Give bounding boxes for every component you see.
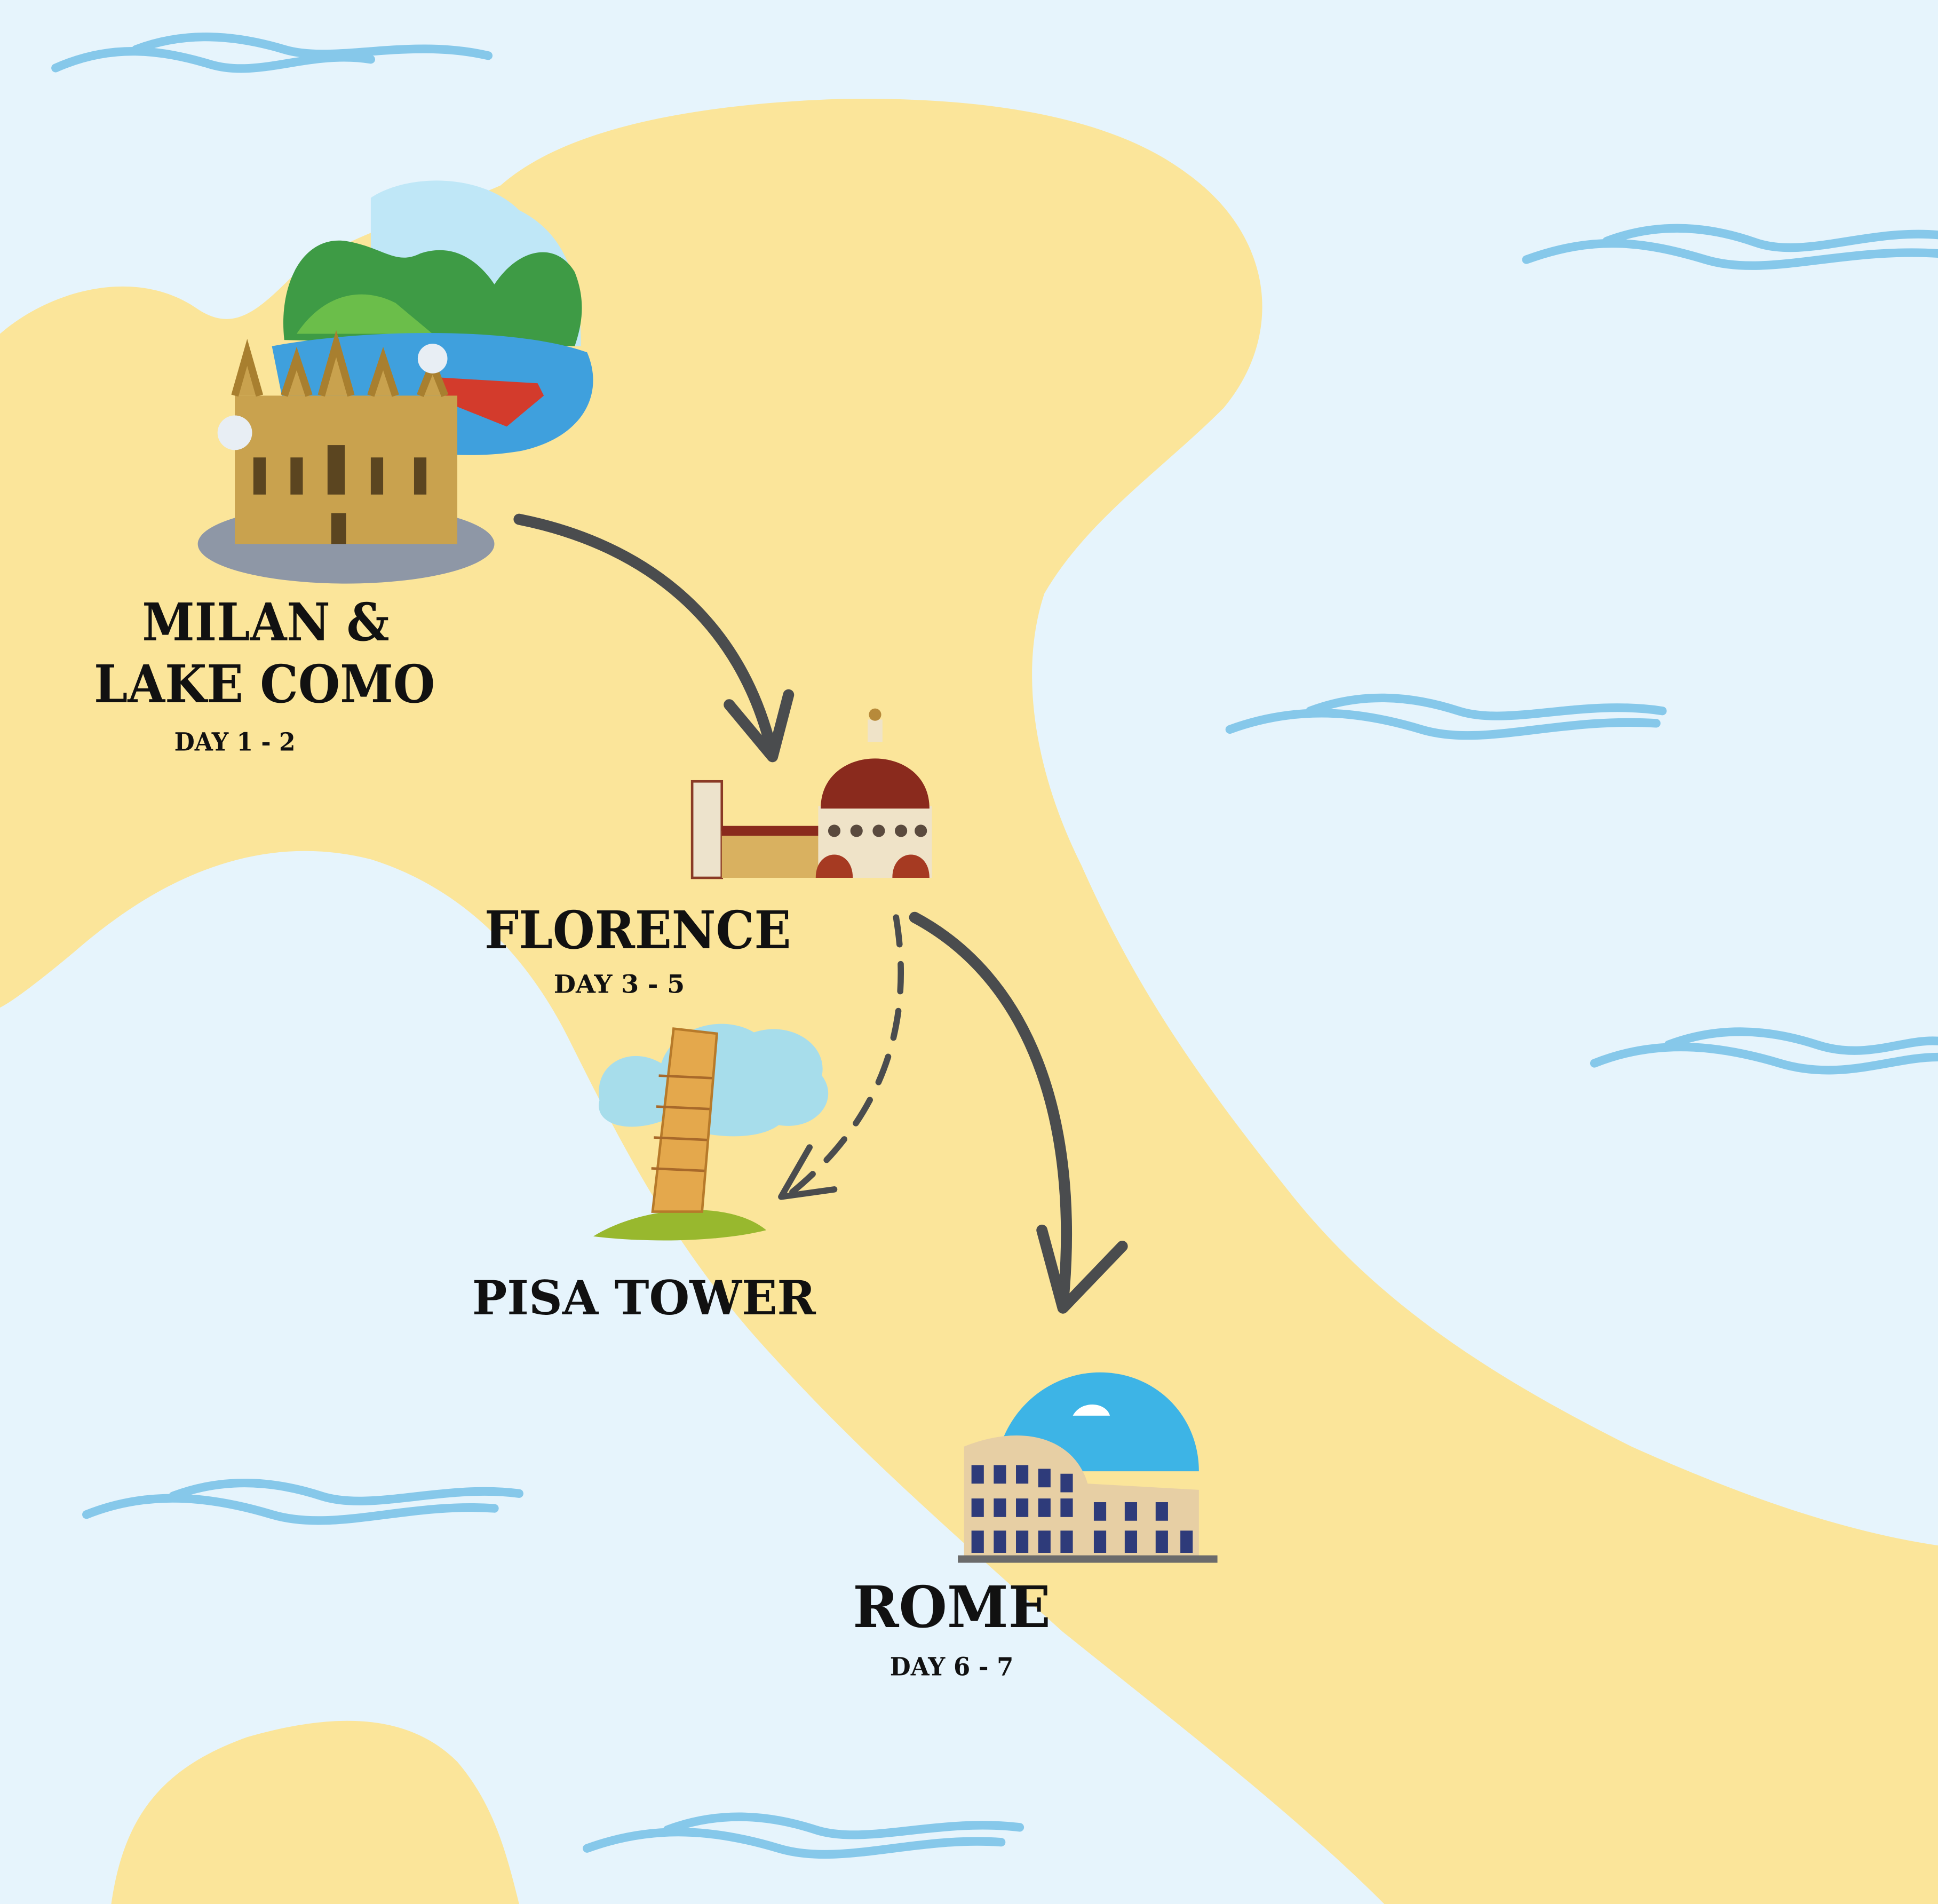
- sea-waves: [51, 33, 1938, 1859]
- florence-duomo-icon: [690, 708, 932, 879]
- milan-days: DAY 1 - 2: [174, 727, 296, 756]
- colosseum-icon: [958, 1372, 1218, 1563]
- florence-title: FLORENCE: [484, 900, 791, 961]
- route-milan-to-florence: [513, 513, 795, 763]
- sardinia-island: [111, 1720, 519, 1904]
- milan-title-line2: LAKE COMO: [94, 654, 435, 715]
- florence-days: DAY 3 - 5: [554, 969, 685, 998]
- pisa-title: PISA TOWER: [472, 1270, 816, 1326]
- milan-title-line1: MILAN &: [142, 592, 389, 653]
- rome-days: DAY 6 - 7: [890, 1652, 1014, 1681]
- route-florence-to-rome: [909, 911, 1128, 1314]
- rome-title: ROME: [853, 1574, 1051, 1641]
- leaning-tower-of-pisa-icon: [593, 1024, 829, 1241]
- milan-cathedral-lake-como-icon: [197, 180, 593, 584]
- route-florence-to-pisa-dashed: [778, 914, 904, 1200]
